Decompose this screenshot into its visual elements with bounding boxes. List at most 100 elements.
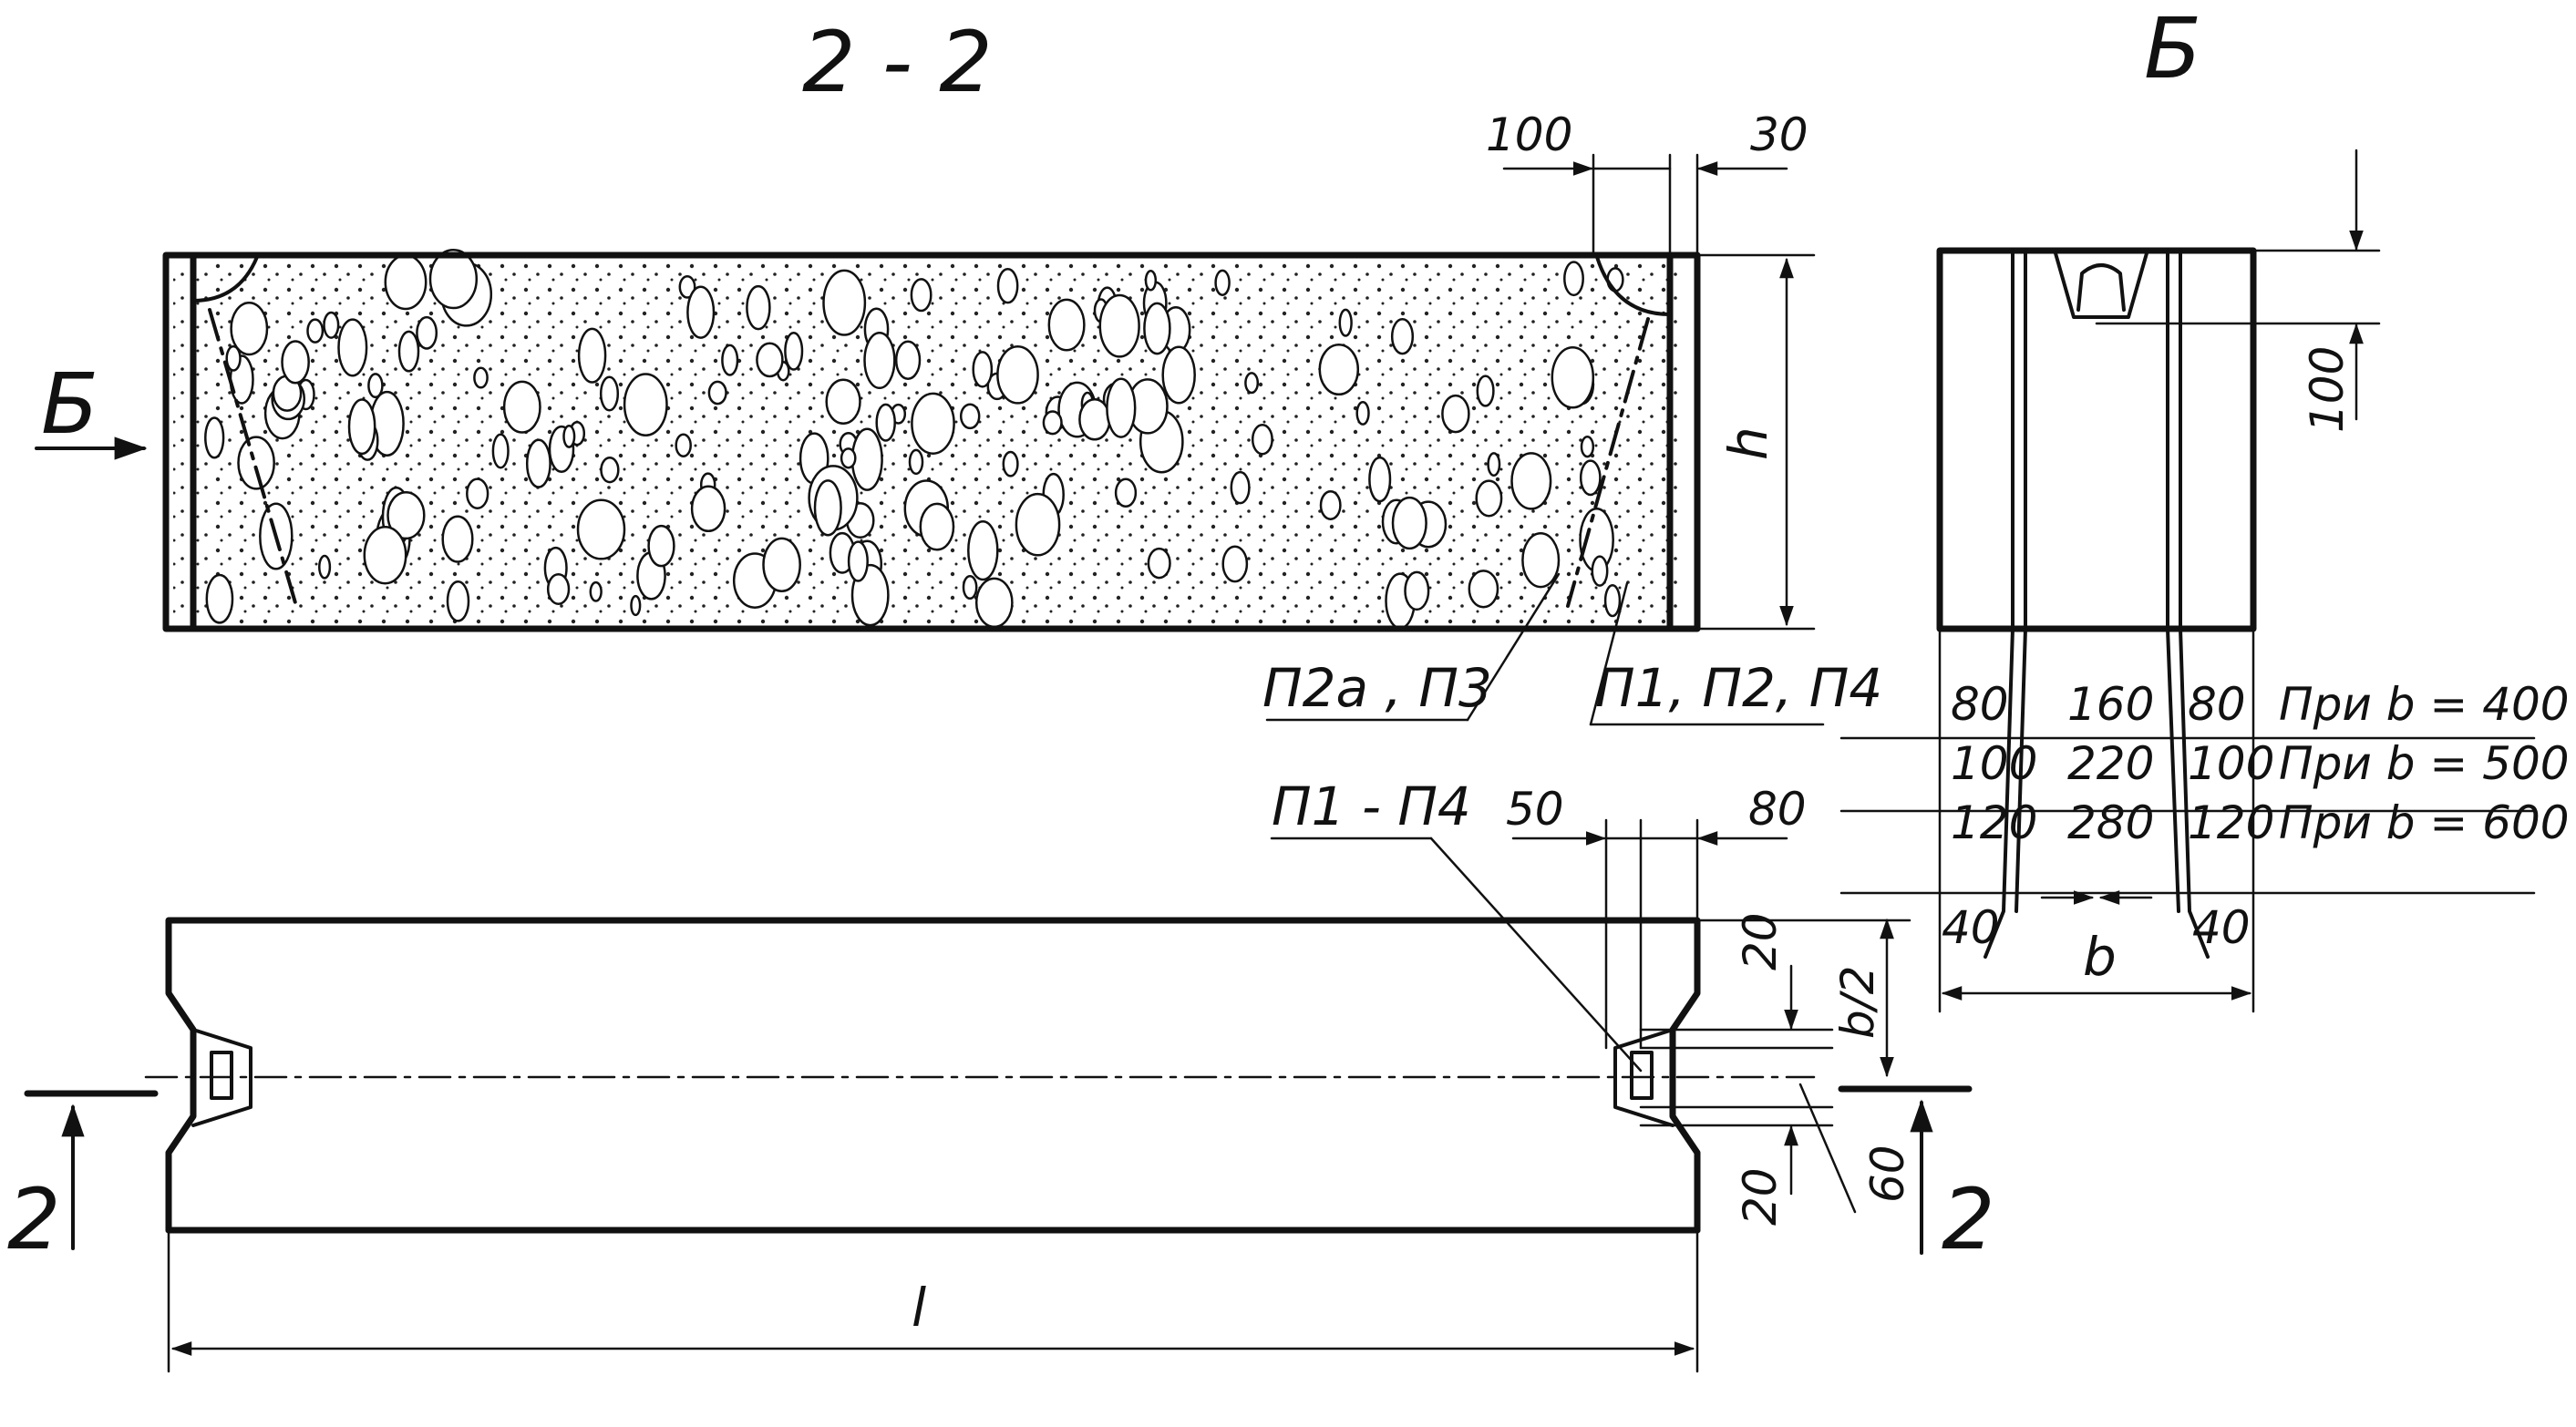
aggregate-void (972, 351, 994, 388)
aggregate-void (428, 248, 479, 310)
aggregate-void (822, 269, 867, 336)
aggregate-void (577, 327, 607, 384)
aggregate-void (205, 573, 234, 624)
left-taper-inner (2014, 627, 2027, 913)
aggregate-void (962, 574, 978, 601)
right-loop-socket (1613, 1028, 1674, 1127)
aggregate-void (623, 373, 668, 436)
aggregate-void (1368, 456, 1392, 503)
table-cell-note: При b = 600 (2279, 796, 2570, 849)
aggregate-void (230, 301, 269, 356)
aggregate-void (1355, 400, 1370, 426)
length-label: l (912, 1277, 926, 1339)
aggregate-void (1047, 298, 1086, 352)
plan-outline (165, 917, 1701, 1234)
dim-60: 60 (1861, 1145, 1914, 1203)
aggregate-void (762, 537, 801, 592)
aggregate-void (386, 491, 426, 540)
width-label: b (2083, 926, 2117, 988)
aggregate-void (1098, 293, 1140, 358)
aggregate-void (721, 344, 739, 376)
aggregate-void (894, 340, 922, 380)
edge-dim-right: 40 (2192, 901, 2251, 954)
aggregate-void (1230, 470, 1251, 505)
left-corner-fillet (191, 255, 259, 303)
section-mark-right: 2 (1942, 1171, 1995, 1268)
slot-leader (1798, 1083, 1857, 1214)
aggregate-void (630, 594, 642, 617)
aggregate-void (1002, 450, 1019, 477)
aggregate-void (1042, 410, 1063, 436)
aggregate-void (306, 318, 325, 344)
aggregate-void (959, 403, 981, 430)
aggregate-void (1606, 267, 1624, 293)
left-anchor-line (208, 308, 298, 608)
aggregate-void (1603, 583, 1622, 618)
right-corner-fillet (1595, 255, 1672, 316)
aggregate-void (1244, 372, 1260, 395)
aggregate-void (466, 477, 489, 510)
section-title: 2 - 2 (802, 14, 993, 111)
aggregate-void (784, 332, 804, 371)
aggregate-void (1487, 452, 1501, 477)
aggregate-void (446, 580, 470, 622)
aggregate-void (996, 268, 1019, 304)
dim-100: 100 (1486, 108, 1572, 161)
aggregate-void (678, 275, 696, 299)
aggregate-void (1078, 398, 1111, 441)
table-cell-right: 80 (2188, 678, 2246, 731)
aggregate-void (525, 438, 551, 488)
aggregate-void (1147, 547, 1171, 580)
aggregate-void (647, 524, 675, 568)
section-outline (162, 252, 1701, 632)
aggregate-void (996, 344, 1039, 405)
table-cell-note: При b = 500 (2279, 737, 2570, 790)
aggregate-void (1114, 477, 1138, 508)
aggregate-void (1441, 394, 1470, 434)
aggregate-void (1214, 269, 1231, 296)
dim-50: 50 (1506, 783, 1564, 836)
aggregate-void (1106, 377, 1137, 438)
callout-right: П1, П2, П4 (1595, 657, 1882, 719)
aggregate-void (847, 540, 869, 582)
aggregate-void (546, 573, 571, 605)
aggregate-void (237, 436, 275, 490)
aggregate-void (1391, 496, 1427, 550)
aggregate-void (562, 424, 576, 448)
plan-view: П1 - П4 50 80 20 b/2 20 60 2 2 (7, 775, 1995, 1373)
aggregate-void (1318, 343, 1360, 396)
slot-insert (2054, 252, 2148, 319)
aggregate-void (1015, 492, 1061, 557)
aggregate-void (910, 278, 933, 313)
aggregate-void (850, 427, 883, 491)
right-anchor-line (1566, 317, 1650, 608)
aggregate-void (686, 285, 716, 339)
aggregate-void (576, 498, 626, 560)
table-cell-left: 80 (1951, 678, 2009, 731)
right-taper (2179, 627, 2210, 959)
aggregate-void (1510, 452, 1552, 510)
dim-30: 30 (1750, 108, 1808, 161)
dim-20-top: 20 (1734, 912, 1787, 970)
aggregate-void (1251, 423, 1273, 456)
aggregate-void (1579, 459, 1602, 497)
aggregate-void (1563, 261, 1584, 297)
dim-view-100: 100 (2301, 346, 2354, 433)
aggregate-void (875, 403, 896, 442)
aggregate-void (840, 447, 857, 469)
right-taper-inner (2166, 627, 2180, 913)
edge-dim-left: 40 (1942, 901, 2000, 954)
aggregate-void (813, 479, 842, 537)
aggregate-void (1319, 490, 1342, 520)
aggregate-void (416, 315, 438, 350)
end-view-outline (1936, 247, 2257, 632)
aggregate-void (1161, 345, 1196, 405)
aggregate-void (1521, 532, 1561, 589)
callout-leader-left (1466, 572, 1561, 722)
aggregate-void (1551, 346, 1595, 409)
aggregate-void (367, 373, 384, 399)
aggregate-void (600, 457, 620, 484)
aggregate-void (1476, 375, 1495, 407)
